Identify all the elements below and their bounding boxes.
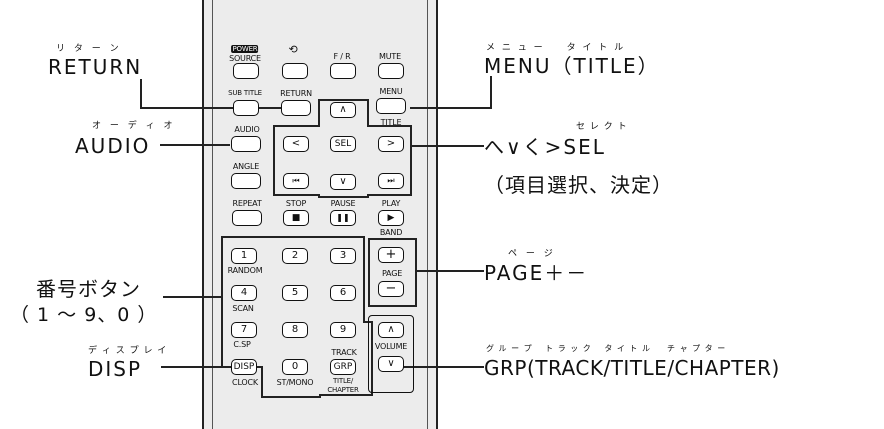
- return-button[interactable]: [281, 100, 311, 116]
- play-icon: ▶: [387, 213, 395, 223]
- menu-callout: MENU（TITLE）: [484, 54, 660, 78]
- fr-label: F / R: [333, 52, 351, 61]
- sel-button[interactable]: SEL: [330, 136, 356, 152]
- volume-down-icon: ∨: [387, 358, 395, 369]
- volume-up-button[interactable]: ∧: [378, 322, 404, 338]
- grp-button[interactable]: GRP: [330, 359, 356, 375]
- power-source-label: POWER SOURCE: [229, 45, 261, 63]
- audio-ruby: オ ー デ ィ オ: [92, 121, 176, 131]
- digit-0-button[interactable]: 0: [282, 359, 308, 375]
- down-button[interactable]: ∨: [330, 174, 356, 190]
- next-button[interactable]: ⏭: [378, 173, 404, 189]
- angle-button[interactable]: [231, 173, 261, 189]
- up-arrow-icon: ∧: [339, 104, 347, 115]
- angle-symbol-icon: ⟲: [288, 43, 298, 56]
- sel-ruby: セ レ ク ト: [576, 122, 628, 132]
- digit-3-button[interactable]: 3: [330, 248, 356, 264]
- volume-up-icon: ∧: [387, 324, 395, 335]
- menu-button[interactable]: [376, 98, 406, 114]
- audio-label: AUDIO: [234, 125, 260, 134]
- scan-label: SCAN: [232, 304, 254, 313]
- digit-5-button[interactable]: 5: [282, 285, 308, 301]
- disp-ruby: デ ィ ス プ レ イ: [88, 346, 168, 356]
- menu-ruby: メ ニ ュ ー タ イ ト ル: [486, 43, 626, 53]
- disp-callout: DISP: [88, 357, 143, 381]
- mute-button[interactable]: [378, 63, 404, 79]
- next-track-icon: ⏭: [387, 176, 395, 185]
- prev-button[interactable]: ⏮: [283, 173, 309, 189]
- down-arrow-icon: ∨: [339, 176, 347, 187]
- menu-leader: [410, 76, 492, 109]
- digit-7-button[interactable]: 7: [231, 322, 257, 338]
- return-label: RETURN: [280, 89, 312, 98]
- page-label: PAGE: [381, 269, 403, 278]
- symbol-button[interactable]: [282, 63, 308, 79]
- digit-6-button[interactable]: 6: [330, 285, 356, 301]
- volume-down-button[interactable]: ∨: [378, 356, 404, 372]
- digit-9-button[interactable]: 9: [330, 322, 356, 338]
- number-buttons-sub: （ 1 ～ 9、0 ）: [10, 304, 158, 326]
- fr-button[interactable]: [330, 63, 356, 79]
- volume-label: VOLUME: [374, 342, 408, 351]
- right-arrow-icon: >: [386, 138, 396, 149]
- title-label: TITLE: [380, 118, 402, 127]
- page-minus-button[interactable]: −: [378, 281, 404, 297]
- grp-ruby: グ ル ー プ ト ラ ッ ク タ イ ト ル チ ャ プ タ ー: [486, 344, 727, 353]
- repeat-label: REPEAT: [232, 199, 262, 208]
- page-plus-button[interactable]: +: [378, 247, 404, 263]
- left-arrow-icon: <: [291, 138, 301, 149]
- prev-track-icon: ⏮: [292, 176, 300, 185]
- grp-callout: GRP(TRACK/TITLE/CHAPTER): [484, 356, 780, 380]
- up-button[interactable]: ∧: [330, 102, 356, 118]
- st-mono-label: ST/MONO: [276, 378, 314, 387]
- play-label: PLAY: [381, 199, 401, 208]
- stop-button[interactable]: ■: [283, 210, 309, 226]
- remote-inner-frame: [212, 0, 428, 429]
- stop-label: STOP: [285, 199, 307, 208]
- digit-4-button[interactable]: 4: [231, 285, 257, 301]
- pause-icon: ❚❚: [336, 213, 350, 222]
- page-ruby: ペ ー ジ: [508, 249, 556, 259]
- sel-sub: （項目選択、決定）: [484, 173, 673, 197]
- audio-button[interactable]: [231, 136, 261, 152]
- page-callout: PAGE＋－: [484, 261, 589, 285]
- subtitle-label: SUB TITLE: [228, 89, 262, 97]
- digit-1-button[interactable]: 1: [231, 248, 257, 264]
- digit-2-button[interactable]: 2: [282, 248, 308, 264]
- random-label: RANDOM: [227, 266, 263, 275]
- play-button[interactable]: ▶: [378, 210, 404, 226]
- mute-label: MUTE: [379, 52, 401, 61]
- power-source-button[interactable]: [233, 63, 259, 79]
- return-callout: RETURN: [48, 55, 143, 79]
- menu-label: MENU: [379, 87, 403, 96]
- angle-label: ANGLE: [232, 162, 260, 171]
- right-button[interactable]: >: [378, 136, 404, 152]
- return-ruby: リ タ ー ン: [56, 44, 122, 54]
- digit-8-button[interactable]: 8: [282, 322, 308, 338]
- volume-frame: [368, 315, 414, 393]
- cursor-pad-outline: [273, 99, 412, 198]
- left-button[interactable]: <: [283, 136, 309, 152]
- number-buttons-callout: 番号ボタン: [36, 277, 141, 301]
- title-chapter-label: TITLE/ CHAPTER: [327, 377, 359, 394]
- stop-icon: ■: [291, 213, 301, 223]
- sel-callout: へ∨く>SEL: [484, 135, 606, 159]
- minus-icon: −: [385, 281, 397, 296]
- subtitle-button[interactable]: [233, 100, 259, 116]
- pause-button[interactable]: ❚❚: [330, 210, 356, 226]
- csp-label: C.SP: [233, 340, 251, 349]
- track-label: TRACK: [331, 348, 357, 357]
- band-label: BAND: [379, 228, 403, 237]
- clock-label: CLOCK: [232, 378, 258, 387]
- audio-callout: AUDIO: [75, 134, 151, 158]
- disp-button[interactable]: DISP: [231, 359, 257, 375]
- repeat-button[interactable]: [232, 210, 262, 226]
- page-key-outline: [368, 238, 417, 307]
- pause-label: PAUSE: [330, 199, 356, 208]
- plus-icon: +: [385, 247, 397, 262]
- power-badge: POWER: [231, 45, 259, 53]
